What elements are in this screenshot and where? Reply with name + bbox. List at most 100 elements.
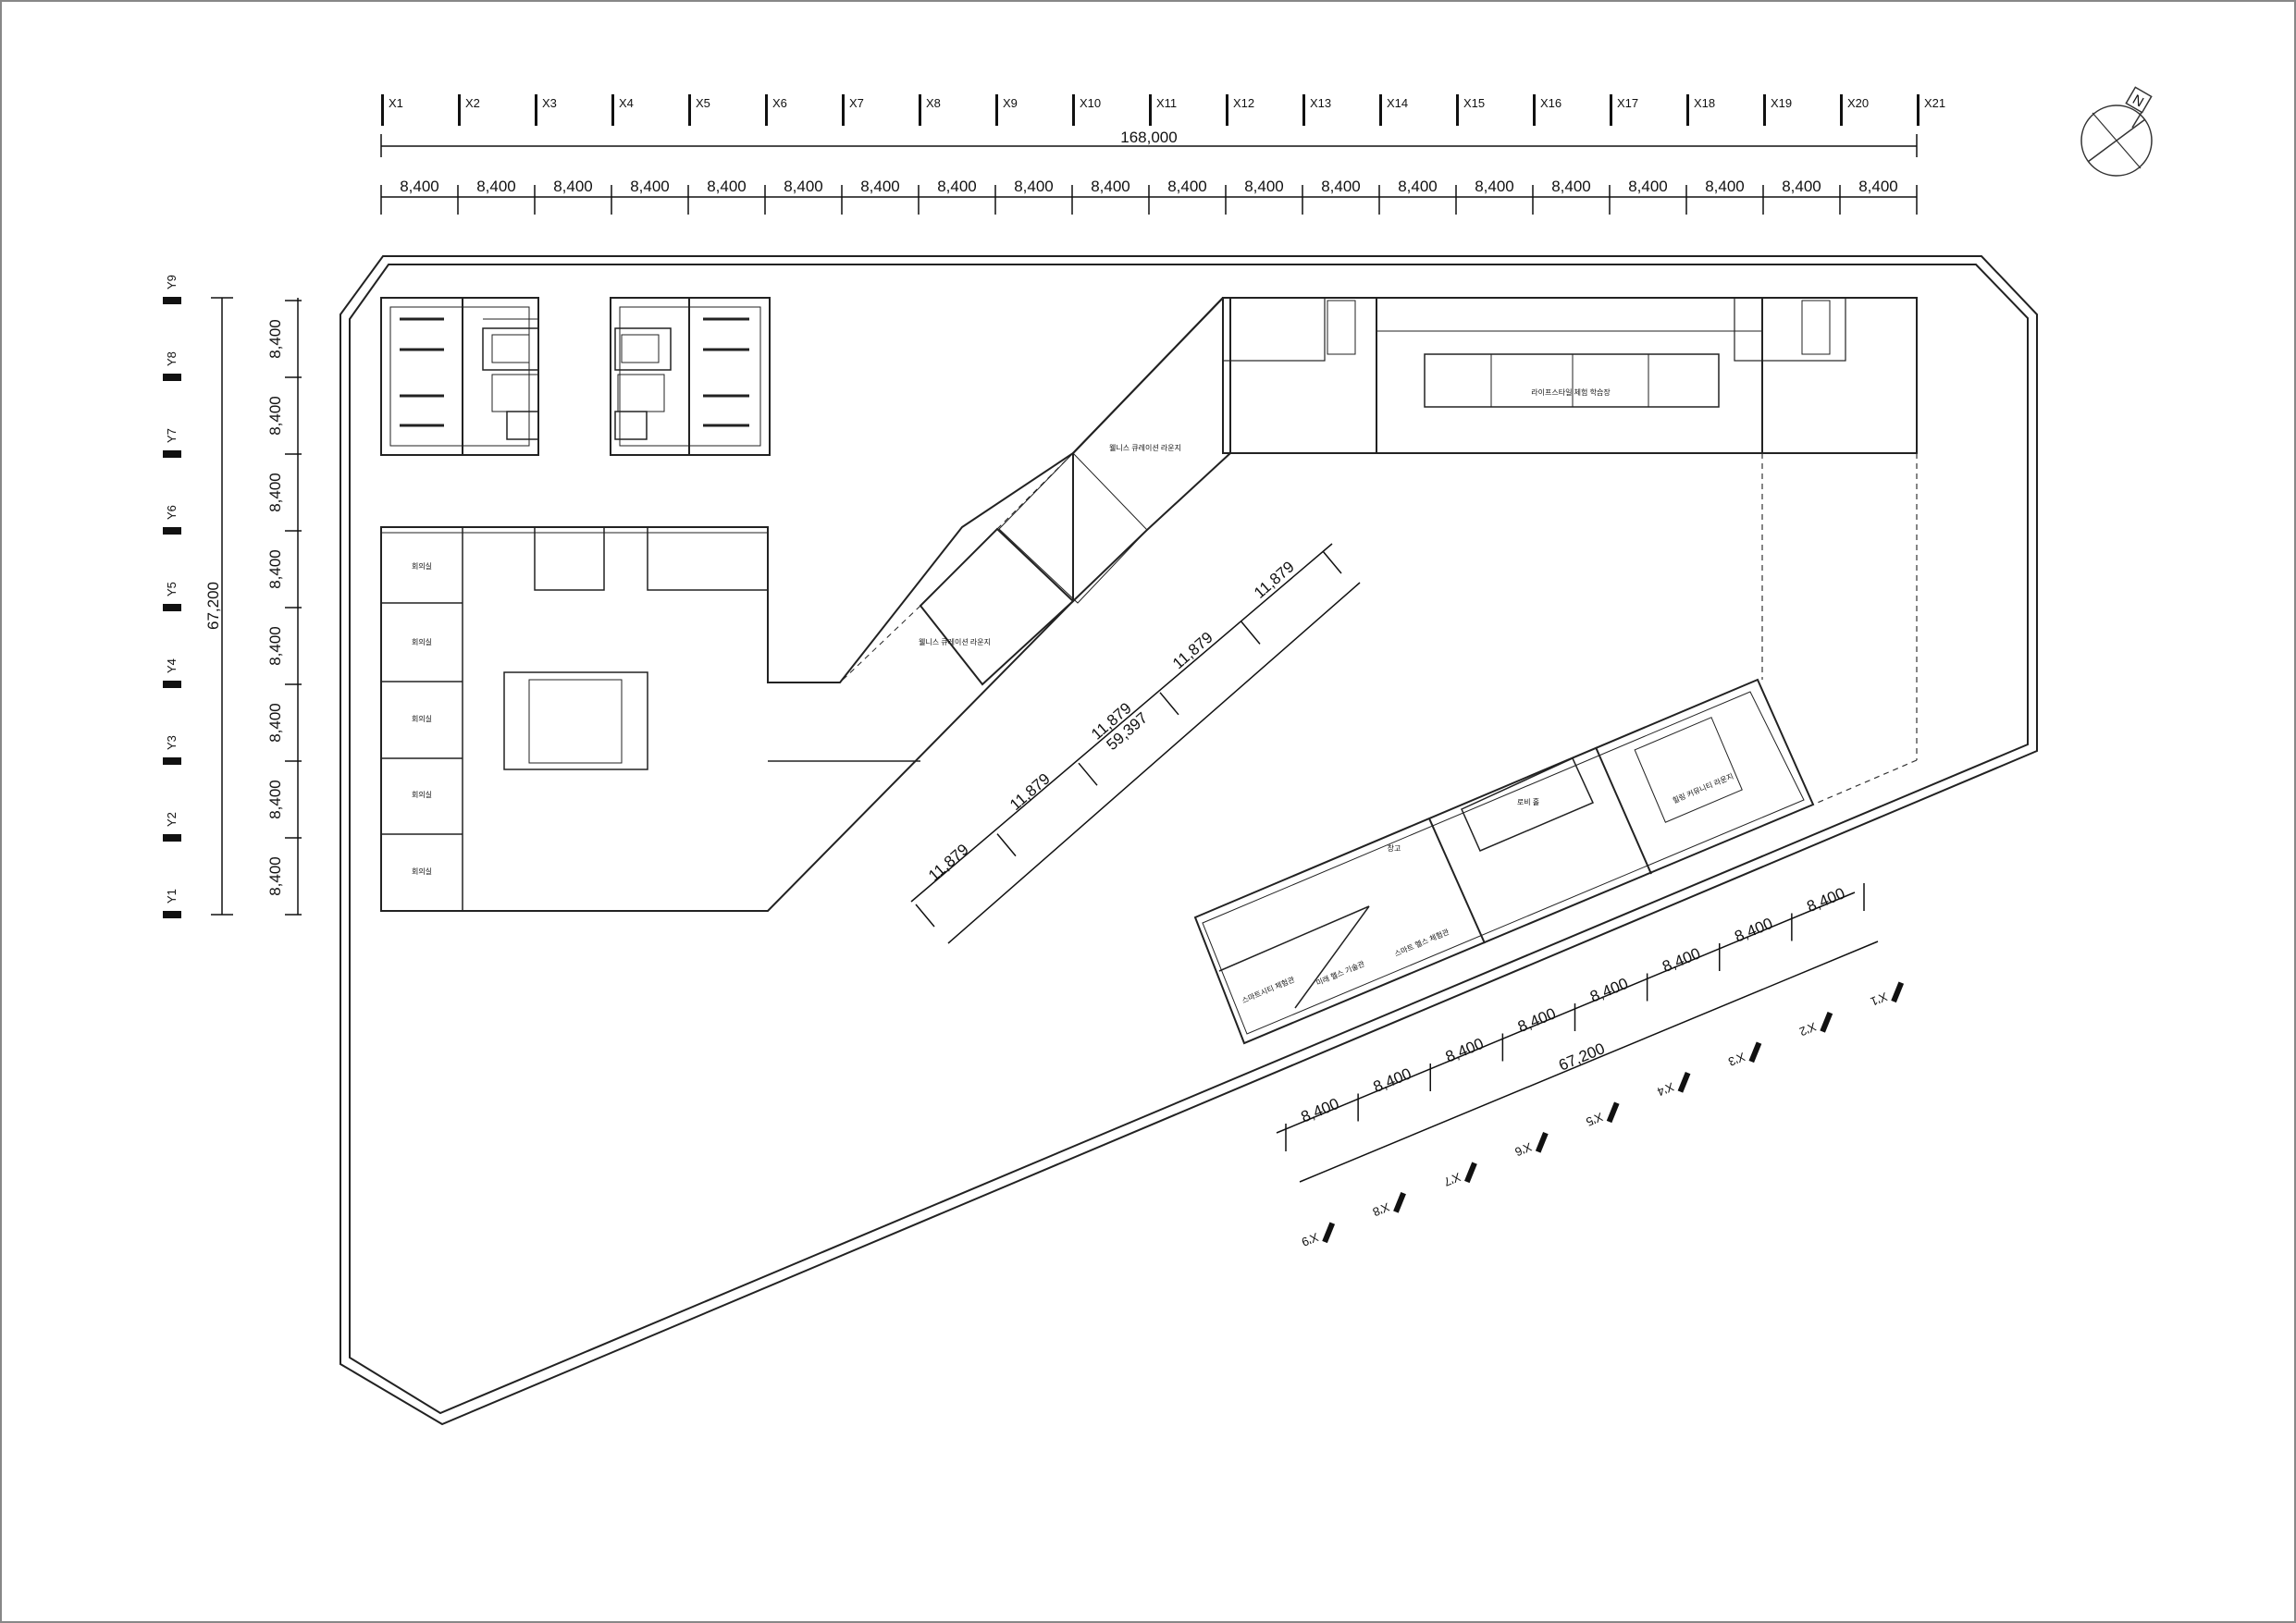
x-bay-label: 8,400	[1782, 178, 1821, 195]
xp-bay-label: 8,400	[1587, 975, 1631, 1006]
diagonal-bay-tick	[1159, 692, 1179, 716]
x-grid-marker	[1072, 94, 1075, 126]
y-total-dimension: 67,200	[204, 582, 222, 630]
y-grid-label: Y1	[165, 889, 179, 904]
diagonal-corridor	[839, 297, 1231, 686]
xp-grid-marker	[1535, 1131, 1549, 1153]
x-grid-label: X14	[1387, 96, 1408, 110]
x-bay-dimensions: 8,400 8,400 8,400 8,400 8,400 8,400 8,400 8,400…	[380, 178, 1918, 215]
x-grid-label: X4	[619, 96, 634, 110]
y-grid-label: Y9	[165, 275, 179, 289]
x-grid-marker	[458, 94, 461, 126]
block-core-1	[380, 297, 539, 456]
x-grid-marker	[1149, 94, 1152, 126]
y-bay-label: 8,400	[266, 319, 284, 359]
x-grid-label: X8	[926, 96, 941, 110]
xp-grid-label: X'2	[1797, 1020, 1819, 1039]
y-grid-label: Y6	[165, 505, 179, 520]
x-grid-label: X10	[1080, 96, 1101, 110]
x-grid-label: X2	[465, 96, 480, 110]
y-grid-marker	[163, 527, 181, 535]
xp-grid-label: X'1	[1869, 990, 1890, 1009]
xp-grid-marker	[1677, 1071, 1691, 1093]
x-grid-label: X13	[1310, 96, 1331, 110]
x-grid-marker	[381, 94, 384, 126]
x-grid-marker	[1379, 94, 1382, 126]
room-label-room-a: 스마트 헬스 체험관	[1393, 927, 1451, 958]
x-bay-label: 8,400	[860, 178, 900, 195]
xp-grid-label: X'7	[1442, 1170, 1463, 1189]
diagonal-bay-tick	[1322, 550, 1342, 574]
diagonal-bay-tick	[1078, 762, 1098, 786]
x-grid-label: X17	[1617, 96, 1638, 110]
x-grid-label: X21	[1924, 96, 1945, 110]
xp-dimension-chain	[1276, 891, 1879, 1183]
x-grid-label: X19	[1771, 96, 1792, 110]
x-grid-marker	[688, 94, 691, 126]
x-grid-label: X9	[1003, 96, 1018, 110]
x-bay-label: 8,400	[937, 178, 977, 195]
diagonal-bay-tick	[915, 904, 935, 928]
xp-grid-marker	[1393, 1191, 1406, 1213]
x-grid-label: X7	[849, 96, 864, 110]
x-grid-label: X3	[542, 96, 557, 110]
y-bay-label: 8,400	[266, 703, 284, 743]
x-bay-label: 8,400	[1551, 178, 1591, 195]
y-bay-label: 8,400	[266, 780, 284, 819]
x-grid-marker	[1533, 94, 1536, 126]
xp-grid-marker	[1748, 1041, 1762, 1064]
x-bay-label: 8,400	[630, 178, 670, 195]
x-grid-label: X5	[696, 96, 710, 110]
xp-grid-label: X'5	[1584, 1110, 1605, 1129]
y-grid-label: Y8	[165, 351, 179, 366]
room-label-cell-5: 회의실	[412, 867, 432, 876]
y-dimension-chain: 67,200 8,4008,4008,4008,4008,4008,4008,4…	[204, 297, 302, 916]
y-grid-marker	[163, 911, 181, 918]
xp-grid-label: X'6	[1512, 1140, 1534, 1160]
x-bay-label: 8,400	[1628, 178, 1668, 195]
site-boundary	[339, 255, 2038, 1426]
room-label-corridor-lower: 웰니스 큐레이션 라운지	[919, 637, 991, 646]
xp-grid-label: X'9	[1300, 1230, 1321, 1249]
x-bay-label: 8,400	[1167, 178, 1207, 195]
room-label-lounge: 힐링 커뮤니티 라운지	[1671, 771, 1734, 805]
x-grid-marker	[1840, 94, 1843, 126]
dashed-extension	[1761, 453, 1918, 805]
y-grid-marker	[163, 604, 181, 611]
xp-grid-label: X'3	[1726, 1050, 1747, 1069]
y-grid-marker	[163, 834, 181, 842]
xp-bay-label: 8,400	[1805, 884, 1848, 916]
room-label-cell-4: 회의실	[412, 790, 432, 799]
xp-bay-label: 8,400	[1732, 915, 1775, 946]
y-grid-label: Y5	[165, 582, 179, 596]
x-grid-marker	[1917, 94, 1920, 126]
x-grid-label: X20	[1847, 96, 1869, 110]
x-grid-marker	[535, 94, 537, 126]
diagonal-bay-tick	[996, 833, 1017, 857]
block-main-left	[380, 451, 1074, 912]
x-bay-label: 8,400	[1244, 178, 1284, 195]
x-grid-marker	[1456, 94, 1459, 126]
x-grid-marker	[765, 94, 768, 126]
x-grid-label: X18	[1694, 96, 1715, 110]
room-label-room-b: 미래 헬스 기술관	[1315, 958, 1366, 987]
diagonal-bay-tick	[1241, 621, 1261, 645]
xp-grid-marker	[1322, 1222, 1336, 1244]
block-core-2	[610, 297, 771, 456]
y-grid-marker	[163, 757, 181, 765]
x-bay-label: 8,400	[1475, 178, 1514, 195]
xp-grid-marker	[1464, 1162, 1477, 1184]
diagonal-bay-label: 11,879	[925, 841, 972, 885]
y-grid-label: Y3	[165, 735, 179, 750]
y-grid-marker	[163, 681, 181, 688]
x-bay-label: 8,400	[1014, 178, 1054, 195]
x-bay-label: 8,400	[784, 178, 823, 195]
y-bay-label: 8,400	[266, 626, 284, 666]
y-grid-marker	[163, 297, 181, 304]
x-bay-label: 8,400	[1398, 178, 1438, 195]
room-label-top-hall: 라이프스타일 체험 학습장	[1531, 387, 1611, 397]
